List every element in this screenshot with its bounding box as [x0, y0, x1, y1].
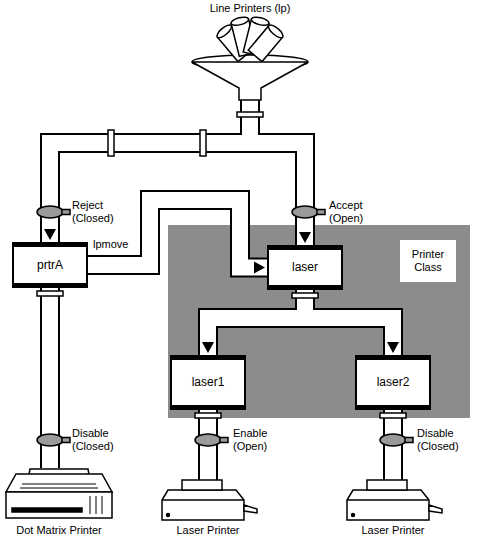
- pipe-outline: [88, 200, 267, 268]
- flow-arrow: [254, 262, 265, 274]
- node-label: Printer Class: [400, 240, 456, 282]
- pipe-label: Reject (Closed): [72, 199, 124, 225]
- print-heads: [215, 16, 285, 62]
- pipe-bore: [305, 290, 393, 355]
- pipe-bore: [250, 100, 305, 245]
- printer-body: [347, 490, 429, 520]
- pipe-bores: [50, 100, 393, 480]
- output-tray: [244, 505, 257, 513]
- flow-arrow: [387, 342, 399, 353]
- pipe-coupling: [37, 291, 63, 296]
- print-head-cap: [215, 23, 233, 40]
- node-label: laser: [292, 261, 318, 274]
- printer-front: [6, 492, 112, 518]
- valve-handle: [317, 210, 325, 215]
- valve-disc: [37, 434, 63, 446]
- dot-matrix-printer-drawing: [6, 469, 112, 518]
- printer-tray: [182, 480, 222, 490]
- printer-class-region: Printer Class laser laser1 laser2: [168, 225, 470, 418]
- valve-handle: [62, 438, 70, 443]
- laser-printer: Laser Printer: [158, 480, 258, 537]
- paper-guide: [20, 484, 98, 488]
- laser-printer-drawing: [347, 480, 442, 520]
- node-label: Laser Printer: [362, 524, 425, 537]
- printer-drum: laser2: [355, 355, 431, 410]
- print-head-cap: [267, 23, 285, 40]
- flow-arrows: [44, 229, 399, 353]
- valve-handle: [220, 438, 228, 443]
- pipe-label: Enable (Open): [233, 427, 285, 453]
- valve-disc: [195, 434, 221, 446]
- status-light: [352, 514, 355, 517]
- class-drum: laser: [267, 245, 343, 290]
- flow-arrow: [202, 342, 214, 353]
- pipe-coupling: [380, 413, 406, 418]
- dot-matrix-printer: Dot Matrix Printer: [4, 468, 114, 537]
- valves: [37, 206, 413, 446]
- valve-disc: [37, 206, 63, 218]
- node-label: prtrA: [37, 259, 63, 272]
- pipe-coupling: [195, 413, 221, 418]
- node-label: Dot Matrix Printer: [16, 524, 102, 537]
- pipe-bore: [208, 290, 305, 355]
- pipe-outline: [208, 290, 305, 355]
- pipe-coupling: [200, 130, 206, 156]
- printer-seam: [347, 499, 429, 501]
- pipe-coupling: [237, 112, 263, 117]
- laser-printer: Laser Printer: [343, 480, 443, 537]
- node-label: Laser Printer: [177, 524, 240, 537]
- printer-top: [6, 474, 112, 492]
- funnel-queue: Line Printers (lp): [190, 2, 310, 100]
- valve-disc: [292, 206, 318, 218]
- pipe-couplings: [37, 112, 406, 418]
- node-label: Line Printers (lp): [210, 2, 291, 15]
- pipe-bore: [88, 200, 267, 268]
- printer-slot: [12, 508, 82, 512]
- flow-arrow: [44, 229, 56, 240]
- pipe-outlines: [50, 100, 393, 480]
- printer-drum: prtrA: [12, 242, 88, 288]
- laser-printer-drawing: [162, 480, 257, 520]
- output-tray: [429, 505, 442, 513]
- printer-class-ground: [168, 225, 470, 418]
- valve-handle: [405, 438, 413, 443]
- print-head-cap: [251, 16, 270, 27]
- node-label: laser1: [192, 376, 225, 389]
- node-label: laser2: [377, 376, 410, 389]
- status-light: [167, 514, 170, 517]
- region-ground: [168, 225, 470, 418]
- pipe-outline: [250, 100, 305, 245]
- pipe-label: lpmove: [93, 238, 128, 251]
- printer-tray: [367, 480, 407, 490]
- flow-arrow: [299, 232, 311, 243]
- pipe-outline: [305, 290, 393, 355]
- print-head-cap: [230, 16, 249, 27]
- printer-vents: [90, 496, 102, 514]
- printer-seam: [162, 499, 244, 501]
- pipe-label: Disable (Closed): [72, 427, 124, 453]
- pipe-label: Accept (Open): [329, 199, 381, 225]
- funnel-cone: [192, 62, 308, 100]
- print-head: [248, 23, 285, 62]
- printer-body: [162, 490, 244, 520]
- pipe-coupling: [292, 293, 318, 298]
- pipe-label: Disable (Closed): [417, 427, 469, 453]
- printer-drum: laser1: [170, 355, 246, 410]
- pipe-coupling: [108, 130, 114, 156]
- valve-handle: [62, 210, 70, 215]
- valve-disc: [380, 434, 406, 446]
